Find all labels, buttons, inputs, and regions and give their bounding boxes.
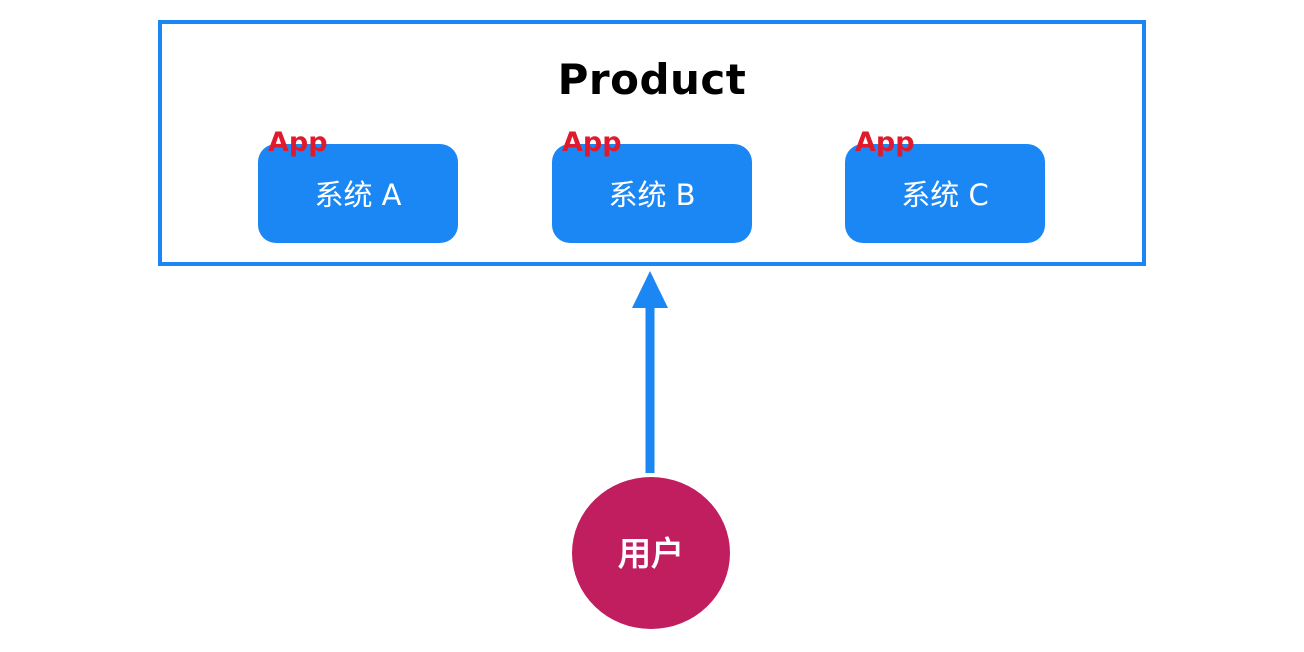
system-label-b: 系统 B <box>608 178 696 212</box>
user-circle: 用户 <box>572 477 730 629</box>
system-box-b: App 系统 B <box>552 129 752 243</box>
arrow-up-icon <box>632 271 668 473</box>
app-tag-a: App <box>268 127 328 158</box>
system-label-c: 系统 C <box>901 178 989 212</box>
system-label-a: 系统 A <box>314 178 402 212</box>
app-tag-b: App <box>562 127 622 158</box>
user-label: 用户 <box>618 533 684 573</box>
system-box-a: App 系统 A <box>258 129 458 243</box>
app-tag-c: App <box>855 127 915 158</box>
product-title: Product <box>557 55 747 104</box>
system-box-c: App 系统 C <box>845 129 1045 243</box>
